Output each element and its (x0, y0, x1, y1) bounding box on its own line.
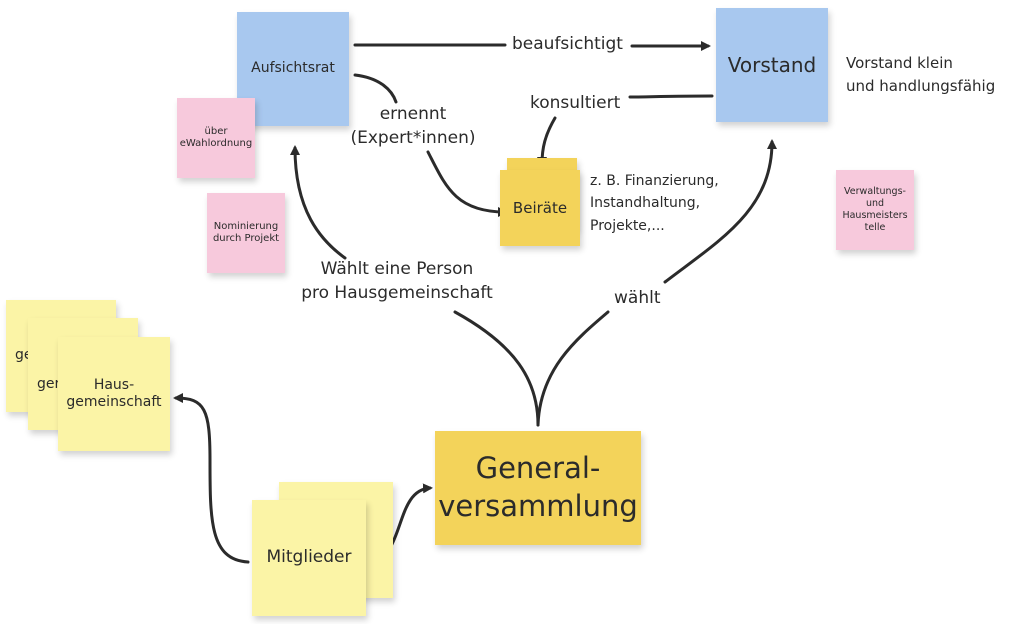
beiraete-examples: z. B. Finanzierung, Instandhaltung, Proj… (590, 173, 719, 234)
arrow-waehlt-bottom (536, 310, 610, 427)
generalversammlung-label: General- versammlung (438, 451, 638, 523)
label-waehlt-person: Wählt eine Person pro Hausgemeinschaft (301, 259, 493, 303)
vorstand-label: Vorstand (727, 52, 817, 77)
arrow-ernennt (353, 73, 398, 104)
verwaltung-note[interactable]: Verwaltungs- und Hausmeisters telle (836, 170, 914, 250)
nominierung-note[interactable]: Nominierung durch Projekt (207, 193, 285, 273)
arrow-ernennt-tail (426, 150, 508, 217)
label-beaufsichtigt: beaufsichtigt (512, 34, 623, 54)
label-waehlt: wählt (614, 288, 661, 308)
nominierung-label: Nominierung durch Projekt (212, 220, 280, 245)
hausgemeinschaft-note-2-label: ger (37, 376, 61, 393)
mitglieder-note[interactable]: Mitglieder (252, 500, 366, 616)
beiraete-label: Beiräte (512, 198, 568, 217)
arrow-konsultiert (628, 94, 714, 99)
arrow-mitglieder-haus (173, 393, 250, 564)
generalversammlung-note[interactable]: General- versammlung (435, 431, 641, 545)
beiraete-note[interactable]: Beiräte (500, 170, 580, 246)
label-ernennt: ernennt (Expert*innen) (350, 104, 476, 148)
vorstand-remark: Vorstand klein und handlungsfähig (846, 54, 996, 95)
hausgemeinschaft-label: Haus- gemeinschaft (66, 376, 162, 411)
aufsichtsrat-label: Aufsichtsrat (251, 60, 335, 77)
wahlordnung-label: über eWahlordnung (179, 125, 253, 150)
arrow-waehlt-person-top (290, 145, 347, 260)
label-konsultiert: konsultiert (530, 93, 621, 113)
vorstand-note[interactable]: Vorstand (716, 8, 828, 122)
mitglieder-label: Mitglieder (266, 547, 352, 568)
arrow-waehlt-person-bottom (453, 310, 540, 427)
arrow-waehlt-top (663, 139, 777, 284)
aufsichtsrat-note[interactable]: Aufsichtsrat (237, 12, 349, 126)
wahlordnung-note[interactable]: über eWahlordnung (177, 98, 255, 178)
hausgemeinschaft-note[interactable]: Haus- gemeinschaft (58, 337, 170, 451)
verwaltung-label: Verwaltungs- und Hausmeisters telle (842, 186, 908, 233)
